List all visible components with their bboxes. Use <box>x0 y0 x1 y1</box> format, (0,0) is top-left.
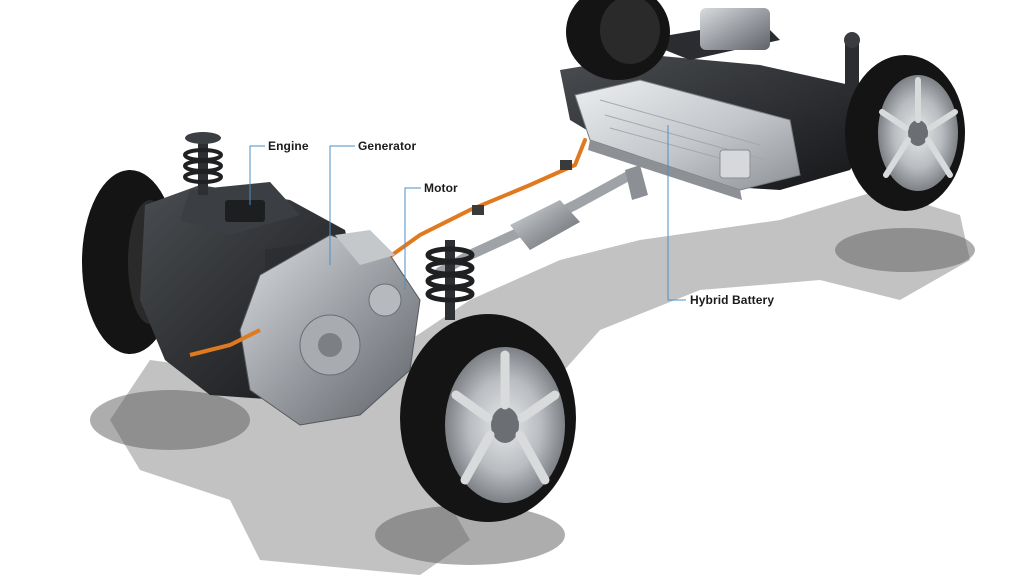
rear-left-wheel <box>566 0 670 80</box>
hybrid-battery-label: Hybrid Battery <box>690 293 775 307</box>
hybrid-battery-pack <box>574 79 801 200</box>
engine-callout-line <box>249 145 265 205</box>
engine-hv-cable <box>189 328 261 357</box>
generator-label: Generator <box>358 139 417 153</box>
motor-callout-line <box>404 187 421 290</box>
high-voltage-cable <box>383 138 587 262</box>
engine-label: Engine <box>268 139 309 153</box>
rear-right-wheel <box>845 55 965 211</box>
callout-lines <box>249 125 686 301</box>
ground-shadow-dark <box>90 228 975 565</box>
battery-callout-line <box>667 125 686 301</box>
front-right-wheel <box>400 314 576 522</box>
generator-callout-line <box>329 145 355 265</box>
front-right-strut <box>425 240 475 320</box>
front-left-strut <box>183 132 223 195</box>
motor-label: Motor <box>424 181 458 195</box>
transaxle-housing <box>239 230 421 426</box>
